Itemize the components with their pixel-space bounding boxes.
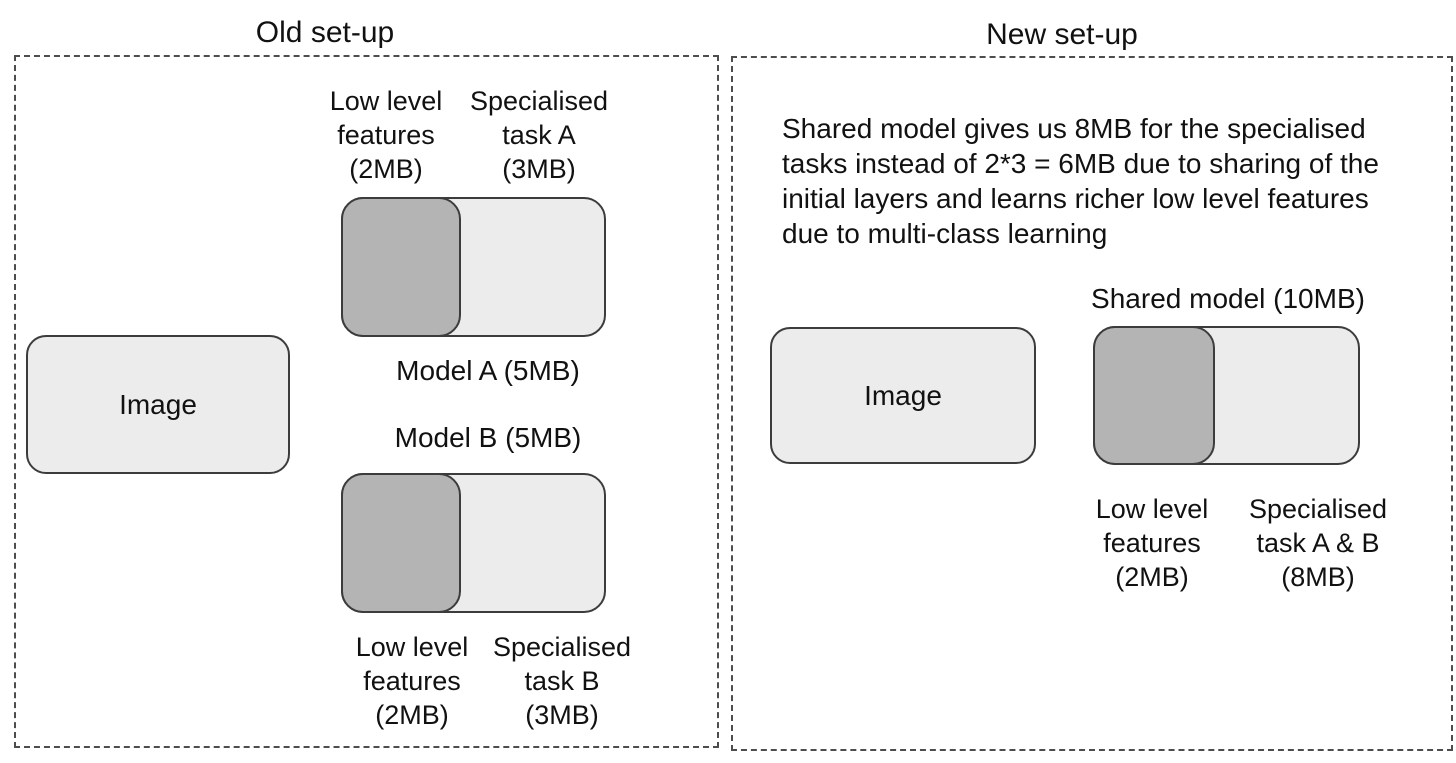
new-image-label: Image (864, 379, 942, 411)
model-a-box (341, 197, 606, 337)
model-b-specialised-task-label: Specialised task B (3MB) (492, 632, 632, 730)
model-b-box (341, 473, 606, 613)
shared-model-low-level-features-label: Low level features (2MB) (1095, 494, 1209, 592)
shared-model-note: Shared model gives us 8MB for the specia… (782, 113, 1379, 249)
model-b-low-level-features-segment (341, 473, 461, 613)
old-setup-panel (14, 55, 719, 748)
shared-model-caption: Shared model (10MB) (1091, 283, 1365, 314)
model-a-caption: Model A (5MB) (396, 355, 580, 386)
model-b-low-level-features-label: Low level features (2MB) (355, 632, 469, 730)
new-setup-panel (731, 56, 1453, 751)
old-image-label: Image (119, 388, 197, 420)
new-image-box: Image (770, 327, 1036, 464)
old-image-box: Image (26, 335, 290, 474)
model-a-low-level-features-segment (341, 197, 461, 337)
shared-model-low-level-features-segment (1093, 326, 1215, 465)
shared-model-box (1093, 326, 1360, 465)
shared-model-specialised-task-label: Specialised task A & B (8MB) (1248, 494, 1388, 592)
model-a-specialised-task-label: Specialised task A (3MB) (469, 86, 609, 184)
old-setup-title: Old set-up (245, 16, 405, 50)
model-a-low-level-features-label: Low level features (2MB) (329, 86, 443, 184)
new-setup-title: New set-up (976, 18, 1148, 52)
model-b-caption: Model B (5MB) (394, 422, 582, 453)
